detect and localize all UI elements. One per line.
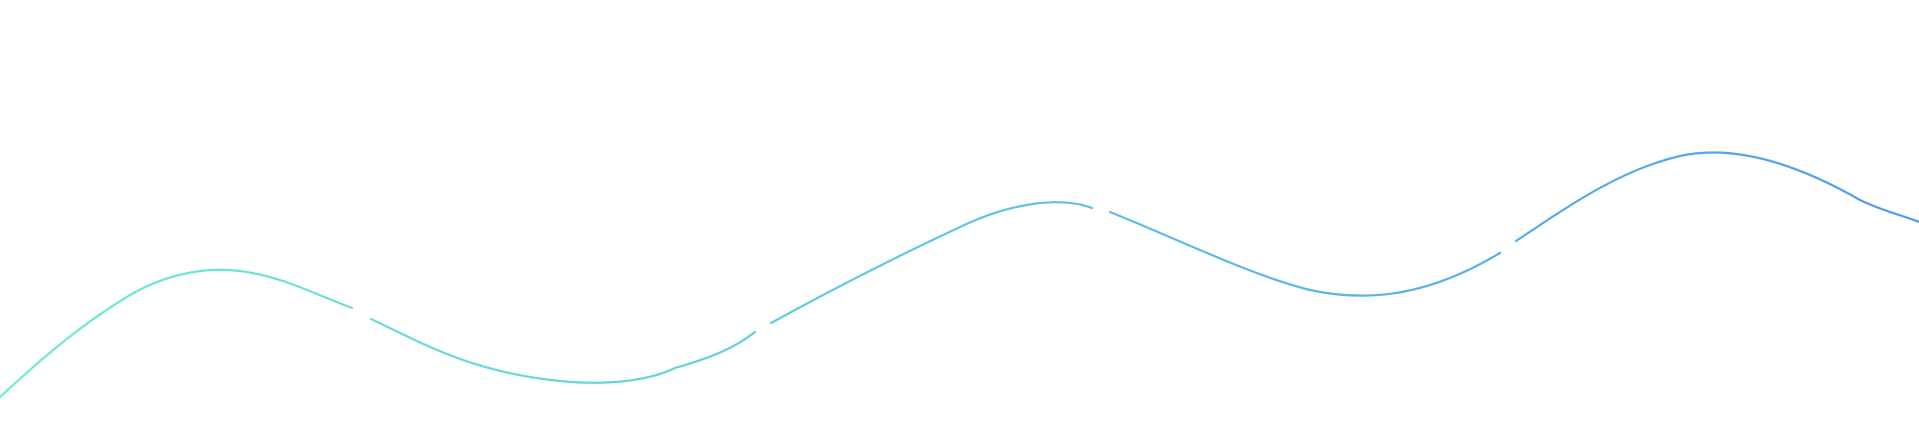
wave-segment-2 <box>369 317 757 384</box>
wave-segment-3 <box>769 201 1094 325</box>
wave-segment-4 <box>1108 210 1502 297</box>
wave-segment-5 <box>1514 151 1919 243</box>
wave-segment-1 <box>0 268 354 399</box>
